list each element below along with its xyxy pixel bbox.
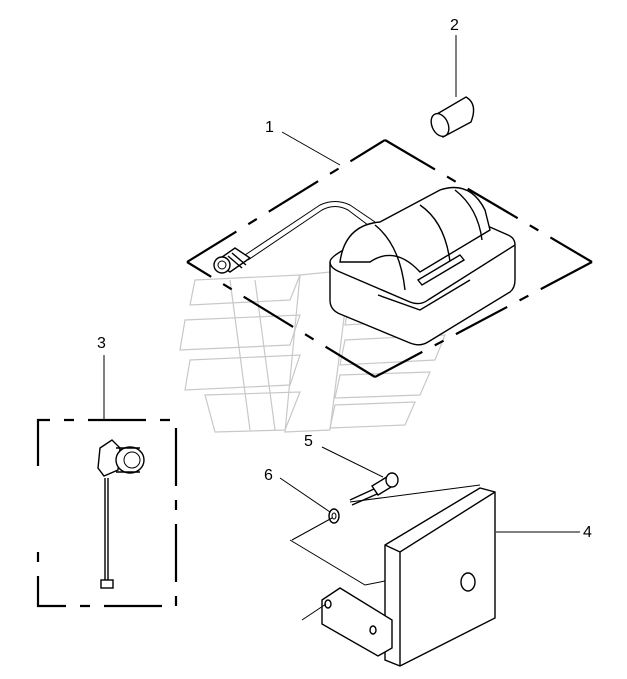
callout-1: 1 bbox=[265, 119, 274, 136]
part-1-cable bbox=[213, 201, 376, 274]
part-1-monitor-housing bbox=[329, 186, 516, 346]
part-6-washer bbox=[328, 508, 340, 524]
part-3-dashed-frame bbox=[36, 418, 178, 608]
part-1-dashed-frame bbox=[186, 139, 593, 378]
callout-3: 3 bbox=[97, 335, 106, 352]
leader-5 bbox=[321, 446, 384, 478]
callout-5: 5 bbox=[304, 433, 313, 450]
leader-6 bbox=[279, 477, 331, 513]
part-2-cylinder bbox=[430, 96, 475, 139]
callout-6: 6 bbox=[264, 467, 273, 484]
callout-2: 2 bbox=[450, 17, 459, 34]
leader-1 bbox=[281, 131, 341, 166]
part-4-bracket bbox=[289, 484, 496, 667]
callout-4: 4 bbox=[583, 524, 592, 541]
part-5-bolt bbox=[349, 472, 399, 506]
part-3-sensor bbox=[97, 439, 145, 589]
